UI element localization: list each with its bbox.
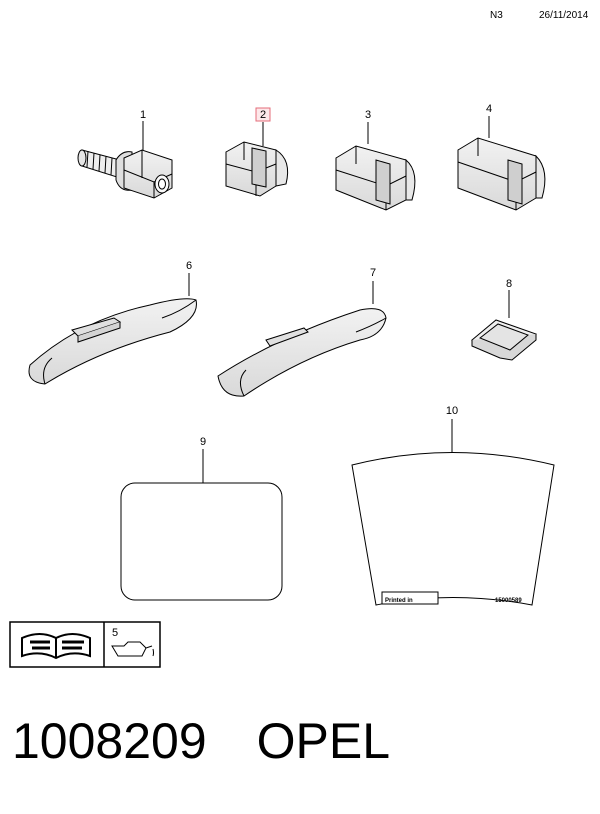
part-3-bolt-cap[interactable]: [335, 122, 416, 211]
callout-7[interactable]: 7: [370, 267, 376, 279]
oil-can-icon: [111, 641, 154, 657]
callout-highlight-2: [255, 107, 271, 122]
parts-diagram: 1 2 3 4 5 6 7 8 9 10 Printed in 15000589: [9, 103, 555, 668]
callout-1[interactable]: 1: [140, 109, 146, 121]
part-2-bolt-cap[interactable]: [225, 122, 289, 197]
callout-3[interactable]: 3: [365, 109, 371, 121]
header-date: 26/11/2014: [539, 10, 589, 21]
callout-6[interactable]: 6: [186, 260, 192, 272]
footer-brand: OPEL: [256, 713, 391, 769]
part-6-balance-weight[interactable]: [28, 273, 197, 385]
part-4-bolt-cap[interactable]: [457, 116, 546, 211]
part-8-adhesive-weight[interactable]: [471, 290, 537, 361]
book-wrench-icon: [21, 633, 91, 660]
part-7-balance-weight[interactable]: [217, 281, 387, 397]
callout-4[interactable]: 4: [486, 103, 492, 115]
callout-5[interactable]: 5: [112, 627, 118, 639]
callout-10[interactable]: 10: [446, 405, 458, 417]
footer: 1008209 OPEL: [12, 712, 390, 770]
part-10-label[interactable]: [351, 419, 555, 606]
label-printed-in: Printed in: [385, 598, 413, 604]
footer-part-number: 1008209: [12, 713, 207, 769]
callout-2[interactable]: 2: [260, 109, 266, 121]
header-code: N3: [490, 10, 503, 21]
part-9-label[interactable]: [120, 449, 283, 601]
callout-9[interactable]: 9: [200, 436, 206, 448]
callout-numbers: 1 2 3 4 5 6 7 8 9 10: [112, 103, 512, 639]
part-1-wheel-bolt[interactable]: [77, 121, 173, 199]
label-part-code: 15000589: [495, 598, 522, 604]
callout-8[interactable]: 8: [506, 278, 512, 290]
